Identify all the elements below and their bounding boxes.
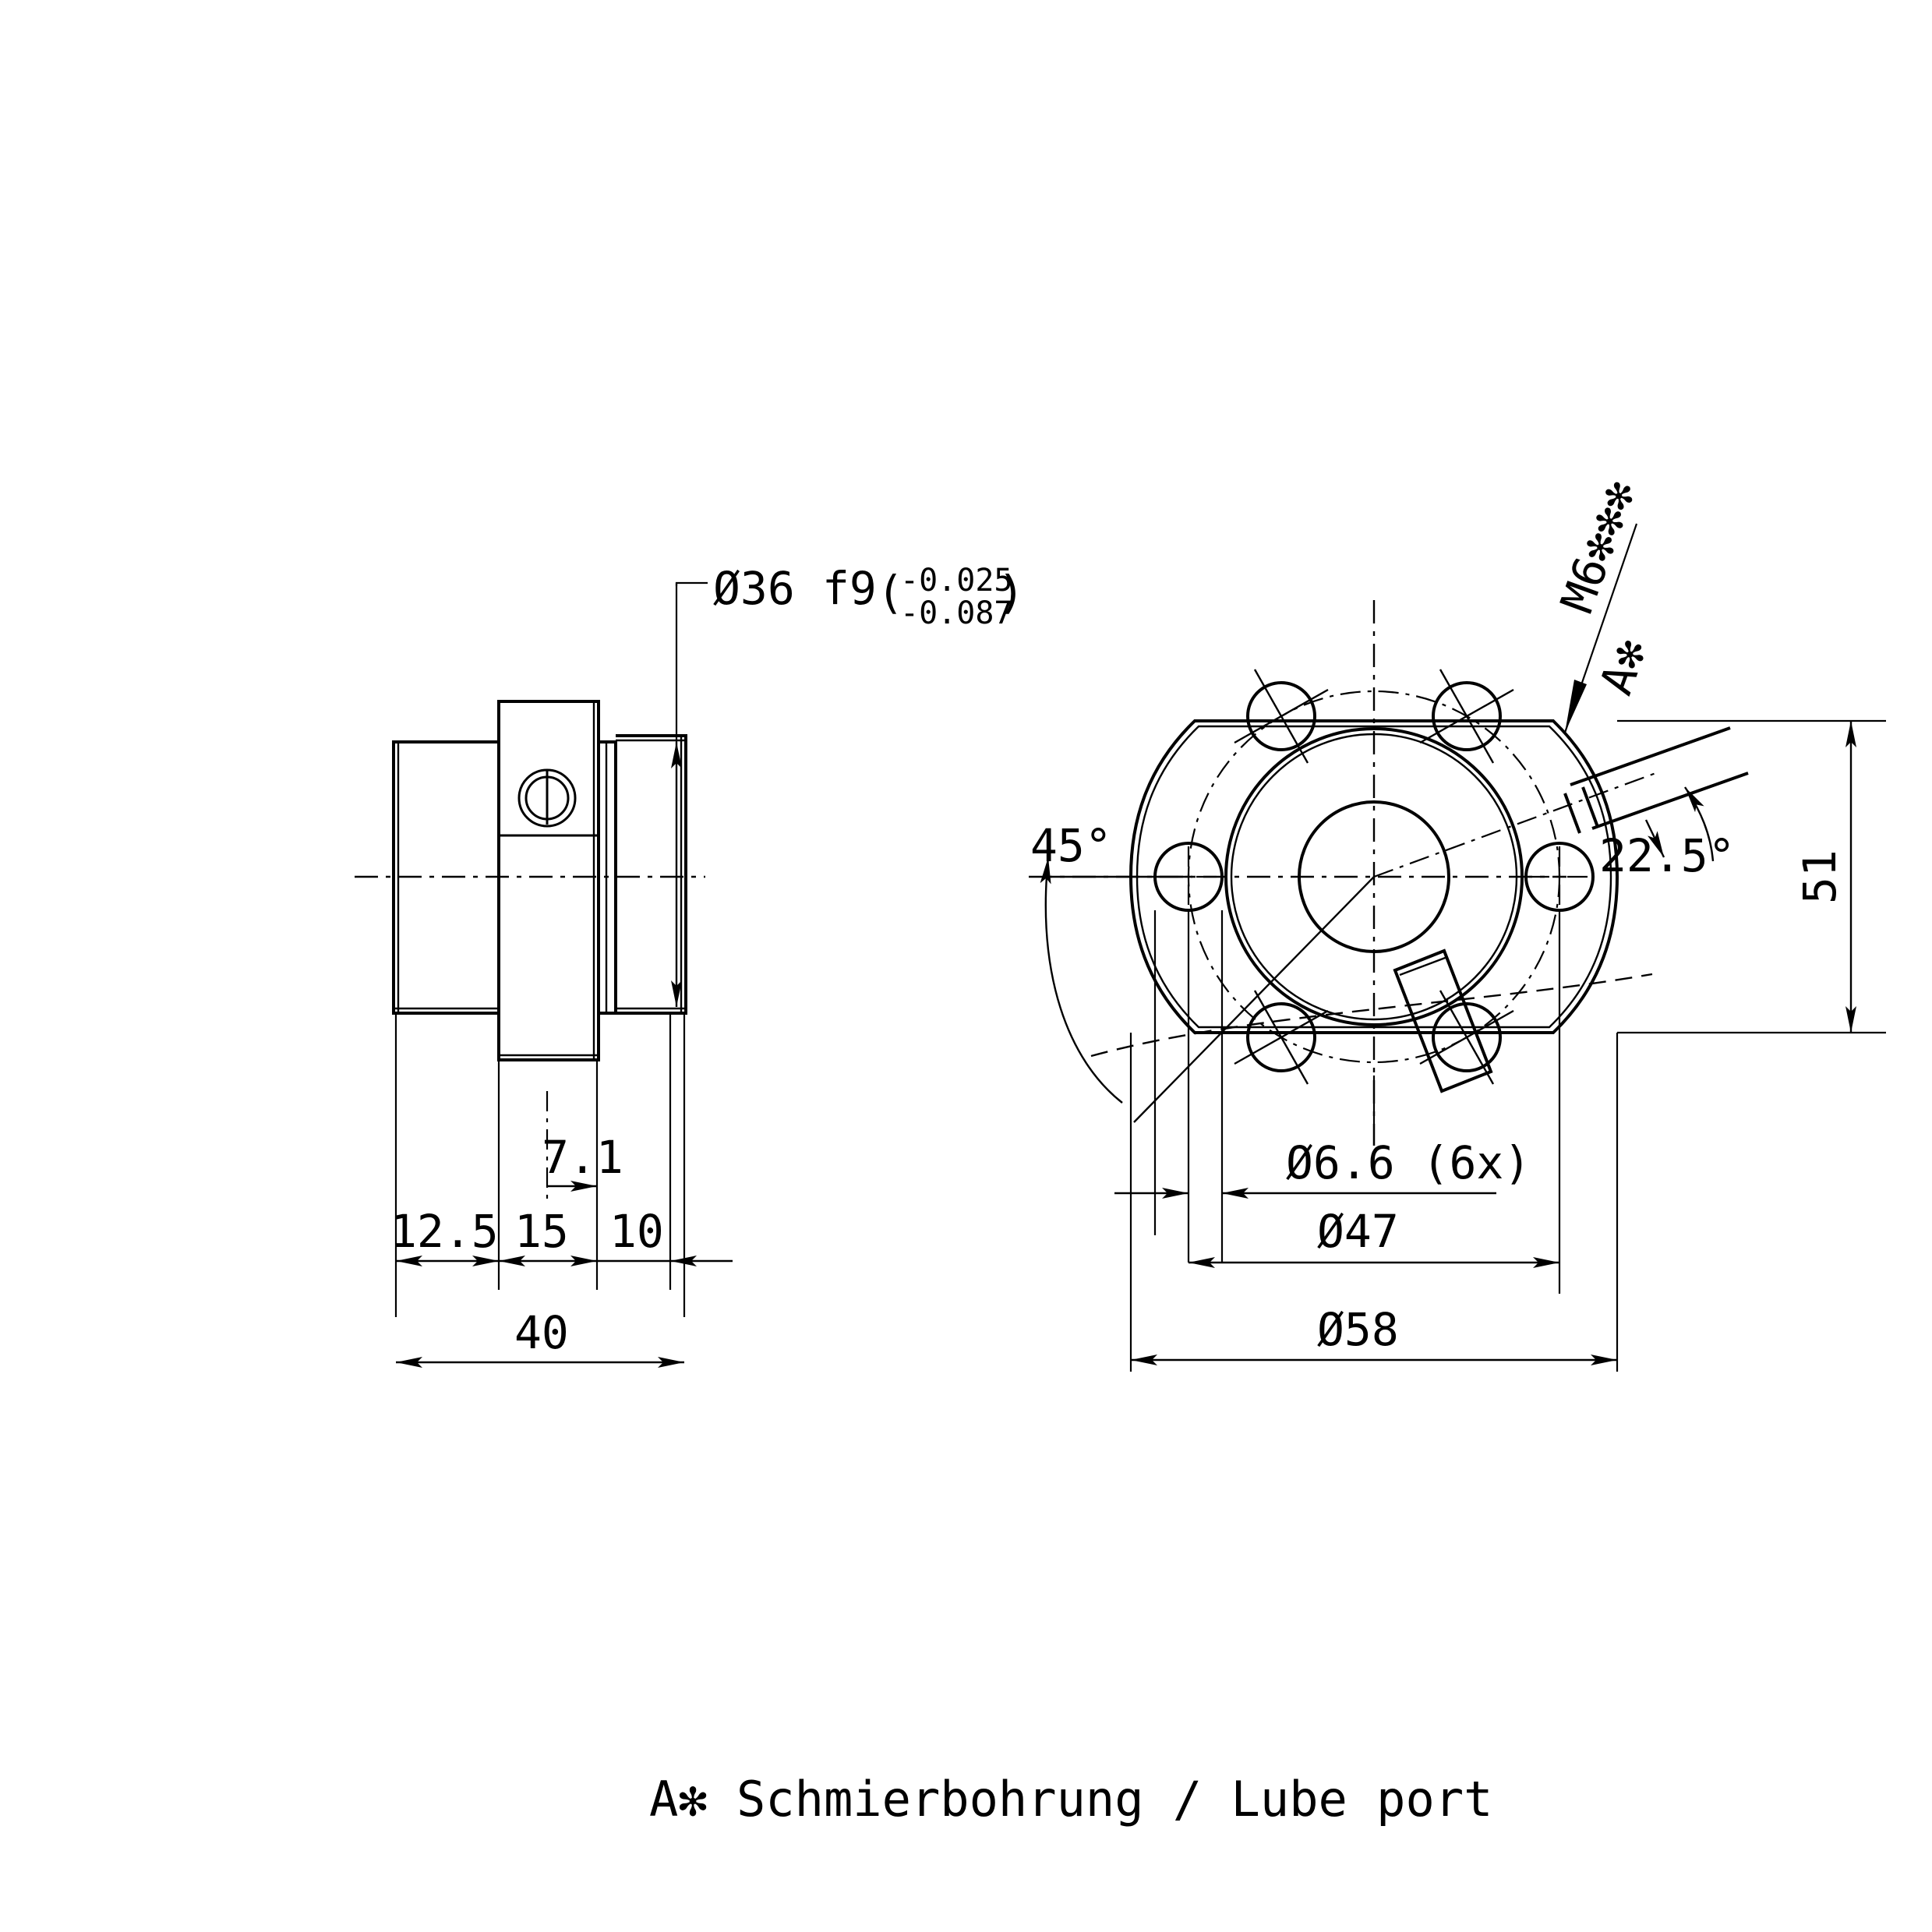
dimension-angle-45: 45° — [1030, 819, 1192, 1104]
dimension-flange-height: 51 — [1617, 719, 1886, 1034]
bore-tolerance-upper: -0.025 — [900, 563, 1013, 599]
side-shaft-outline — [616, 734, 687, 1015]
dim-label-12p5: 12.5 — [390, 1205, 499, 1258]
side-view-geometry — [355, 700, 705, 1061]
flange-diameter-label: Ø58 — [1317, 1303, 1399, 1356]
dimension-setscrew-position: 7.1 — [542, 1091, 623, 1204]
dim-label-15: 15 — [514, 1205, 569, 1258]
angle-45-arc — [1040, 857, 1123, 1104]
center-bore-circle — [1298, 800, 1450, 953]
flange-boss-circle — [1224, 727, 1524, 1026]
angle-22p5-label: 22.5° — [1599, 829, 1736, 882]
lube-port-wall-lower — [1591, 772, 1749, 830]
callout-thread-label: M6✻✻✻ — [1550, 473, 1647, 619]
side-hub-outline — [497, 700, 600, 1061]
lube-port-thread-end-a — [1563, 793, 1581, 834]
flange-height-label: 51 — [1793, 849, 1846, 904]
lube-port-wall-upper — [1570, 726, 1731, 786]
angle-45-reference-line — [1133, 876, 1375, 1123]
bore-tolerance-lower: -0.087 — [900, 595, 1013, 631]
dimension-flange-diameter: Ø58 — [1129, 1033, 1619, 1372]
callout-lube-port: M6✻✻✻ A✻ — [1550, 473, 1658, 733]
bolt-circle-label: Ø47 — [1317, 1205, 1399, 1258]
keyway-slot-inner-edge — [1399, 955, 1448, 977]
lube-port-caption: A✻ Schmierbohrung / Lube port — [649, 1771, 1493, 1828]
angle-22p5-inner-arrow — [1644, 819, 1665, 858]
lube-port-channel — [1563, 726, 1749, 834]
bolt-hole-ul-cl-b — [1234, 688, 1329, 744]
bore-dim-leader — [675, 581, 708, 586]
dimension-overall-length: 40 — [396, 1306, 684, 1368]
bolt-hole-lower-right — [1432, 1002, 1502, 1072]
lower-reference-dashed-arc — [1090, 973, 1653, 1058]
dim-label-40: 40 — [514, 1306, 569, 1359]
bore-paren-open: ( — [877, 566, 904, 619]
bore-diameter-label: Ø36 — [713, 562, 795, 615]
bolt-hole-upper-left — [1246, 681, 1316, 751]
keyway-slot-outline — [1393, 948, 1493, 1093]
lube-port-thread-end-b — [1581, 786, 1599, 828]
bore-fit-class-label: f9 — [822, 562, 877, 615]
dimension-bolt-circle: Ø47 — [1189, 910, 1561, 1294]
flange-boss-inner-circle — [1230, 733, 1518, 1021]
bore-paren-close: ) — [998, 566, 1025, 619]
hole-diameter-label: Ø6.6 (6x) — [1286, 1136, 1531, 1189]
bolt-hole-lr-cl-b — [1419, 1009, 1514, 1065]
bolt-hole-upper-right — [1432, 681, 1502, 751]
angle-22p5-arc — [1684, 786, 1715, 862]
angle-45-label: 45° — [1030, 819, 1112, 872]
bolt-hole-lower-left — [1246, 1002, 1316, 1072]
flange-outer-outline — [1128, 719, 1619, 1034]
dimension-bore-diameter: Ø36 f9 ( -0.025 -0.087 ) — [671, 562, 1025, 1007]
bolt-hole-ll-cl-b — [1234, 1009, 1329, 1065]
dim-label-10: 10 — [609, 1205, 664, 1258]
lube-port-callout-arrowhead — [1565, 680, 1587, 733]
dimension-angle-22p5: 22.5° — [1599, 786, 1736, 882]
callout-ref-label: A✻ — [1589, 632, 1658, 701]
dimension-chain-lengths: 12.5 15 10 — [390, 1013, 733, 1317]
flange-outer-inner-edge — [1136, 725, 1612, 1029]
bolt-hole-ur-cl-b — [1419, 688, 1514, 744]
angle-22p5-reference-line — [1373, 770, 1661, 878]
setscrew-position-label: 7.1 — [542, 1131, 623, 1184]
dimension-hole-diameter: Ø6.6 (6x) — [1114, 910, 1531, 1263]
